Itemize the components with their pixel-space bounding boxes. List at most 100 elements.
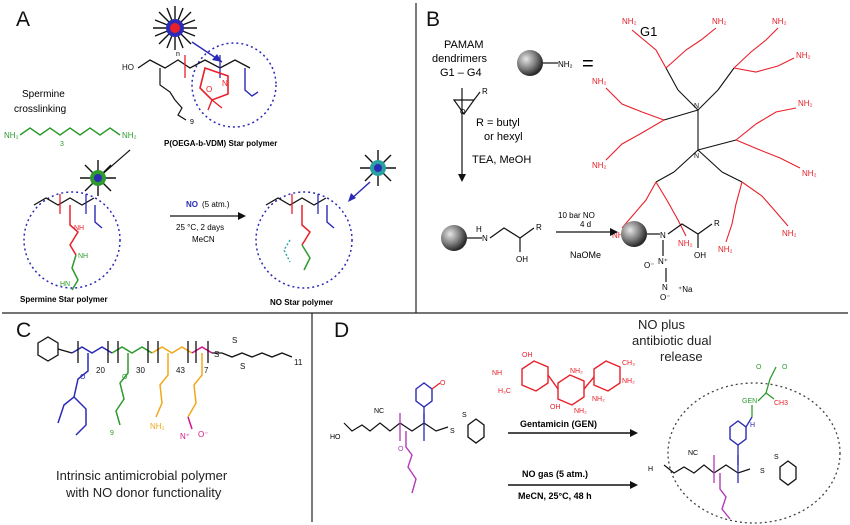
product-sphere-icon: [441, 225, 467, 251]
d-h-2: H: [648, 466, 653, 473]
panel-b: B PAMAM dendrimers G1 – G4 NH₂ = G1: [416, 0, 850, 313]
b-n-3: N: [662, 283, 668, 292]
benzene-ring: [37, 336, 59, 362]
panel-d-title-line2: antibiotic dual: [632, 333, 712, 348]
panel-a-label: A: [16, 8, 31, 31]
b-nh2: NH₂: [558, 60, 573, 69]
cond-temp: 25 °C, 2 days: [176, 223, 224, 232]
ho-label: HO: [122, 63, 134, 72]
panel-a: A O N HO 9 n P(: [0, 0, 416, 313]
d-s-4: S: [774, 454, 779, 461]
star-polymer-icon: [153, 6, 197, 50]
gen-oh-2: OH: [550, 404, 561, 411]
gen-nh: NH: [492, 370, 502, 377]
c-o-blue: O: [80, 374, 86, 381]
naome-label: NaOMe: [570, 250, 601, 260]
b-cond-l1: 10 bar NO: [558, 211, 595, 220]
gen-oh-1: OH: [522, 352, 533, 359]
gentamicin-structure: [521, 360, 621, 406]
b-nh2-3: NH₂: [772, 17, 787, 26]
d-s-1: S: [450, 428, 455, 435]
c-s-1: S: [214, 350, 219, 359]
cond-no: NO: [186, 200, 198, 209]
b-nh2-11: NH₂: [718, 245, 733, 254]
panel-d-label: D: [334, 319, 350, 342]
panel-a-scheme: O N HO 9 n P(OEGA-b-VDM) Star polymer Sp…: [4, 6, 396, 307]
nh-a2: NH: [78, 253, 88, 260]
g1-label: G1: [640, 24, 657, 39]
pamam-l3: G1 – G4: [440, 67, 482, 79]
b-epoxide-o: O: [460, 109, 466, 116]
no-title: NO Star polymer: [270, 298, 333, 307]
gen-nh2-2: NH₂: [570, 368, 583, 375]
panel-c-caption-line2: with NO donor functionality: [66, 485, 222, 500]
b-r-1: R: [536, 223, 542, 232]
c-ominus: O⁻: [198, 430, 208, 439]
d-nc-2: NC: [688, 450, 698, 457]
d-gen-n: GEN: [742, 398, 757, 405]
svg-text:N: N: [222, 79, 228, 88]
c-n20: 20: [96, 366, 105, 375]
d-nc-1: NC: [374, 408, 384, 415]
gen-ch3: CH₃: [622, 360, 635, 367]
c-n43: 43: [176, 366, 185, 375]
panel-d-title-line1: NO plus: [638, 317, 685, 332]
b-oh-2: OH: [694, 251, 706, 260]
nh-a1: NH: [74, 225, 84, 232]
cond-atm: (5 atm.): [202, 200, 230, 209]
gen-nh2-3: NH₂: [622, 378, 635, 385]
panel-c-label: C: [16, 319, 32, 342]
b-n-1: N: [694, 103, 699, 110]
gen-label: Gentamicin (GEN): [520, 419, 597, 429]
d-s-2: S: [462, 412, 467, 419]
gen-h3c: H₃C: [498, 388, 511, 395]
dendrimer-sphere-icon: [517, 50, 543, 76]
no-gas-label: NO gas (5 atm.): [522, 469, 588, 479]
r-eq-l1: R = butyl: [476, 117, 520, 129]
b-n: N: [482, 234, 488, 243]
b-r-top: R: [482, 87, 488, 96]
panel-c-caption-line1: Intrinsic antimicrobial polymer: [56, 468, 228, 483]
d-o-no-2: O: [782, 364, 788, 371]
spermine-title: Spermine Star polymer: [20, 295, 108, 304]
b-equals: =: [582, 53, 594, 75]
b-oh-1: OH: [516, 255, 528, 264]
panel-c: C 20 30 43 7 11 S S S O: [0, 313, 312, 525]
b-nh2-8: NH₂: [802, 169, 817, 178]
gen-nh2-4: NH₂: [592, 396, 605, 403]
c-n11: 11: [294, 358, 303, 367]
panel-d-title-line3: release: [660, 349, 703, 364]
sub-9-a: 9: [190, 119, 194, 126]
b-cond-l2: 4 d: [580, 220, 591, 229]
c-n7: 7: [204, 366, 209, 375]
crosslinking-line2: crosslinking: [14, 104, 66, 115]
b-nh2-2: NH₂: [712, 17, 727, 26]
b-nh2-12: NH₂: [782, 229, 797, 238]
c-n9: 9: [110, 430, 114, 437]
c-n30: 30: [136, 366, 145, 375]
panel-b-scheme: PAMAM dendrimers G1 – G4 NH₂ = G1: [432, 17, 817, 302]
c-nh2: NH₂: [150, 422, 165, 431]
b-nplus: N⁺: [658, 257, 668, 266]
d-o-no: O: [756, 364, 762, 371]
g1-dendrimer-structure: [605, 27, 801, 243]
c-s-2: S: [240, 362, 245, 371]
c-nplus: N⁺: [180, 432, 190, 441]
sub-n-a: n: [176, 51, 180, 58]
nh2-right: NH₂: [122, 131, 137, 140]
d-h-3: H: [750, 422, 755, 429]
b-nh2-1: NH₂: [622, 17, 637, 26]
pamam-l2: dendrimers: [432, 53, 488, 65]
d-cond-label: MeCN, 25°C, 48 h: [518, 491, 592, 501]
d-ho-1: HO: [330, 434, 341, 441]
b-nh2-9: NH₂: [612, 231, 627, 240]
tea-label: TEA, MeOH: [472, 154, 531, 166]
b-nh2-6: NH₂: [592, 161, 607, 170]
d-s-3: S: [760, 468, 765, 475]
crosslinking-line1: Spermine: [22, 89, 65, 100]
c-o-green: O: [122, 374, 128, 381]
panel-d: D NO plus antibiotic dual release HO NC …: [312, 313, 850, 525]
no-star-icon: [360, 150, 396, 186]
star-title: P(OEGA-b-VDM) Star polymer: [164, 139, 277, 148]
